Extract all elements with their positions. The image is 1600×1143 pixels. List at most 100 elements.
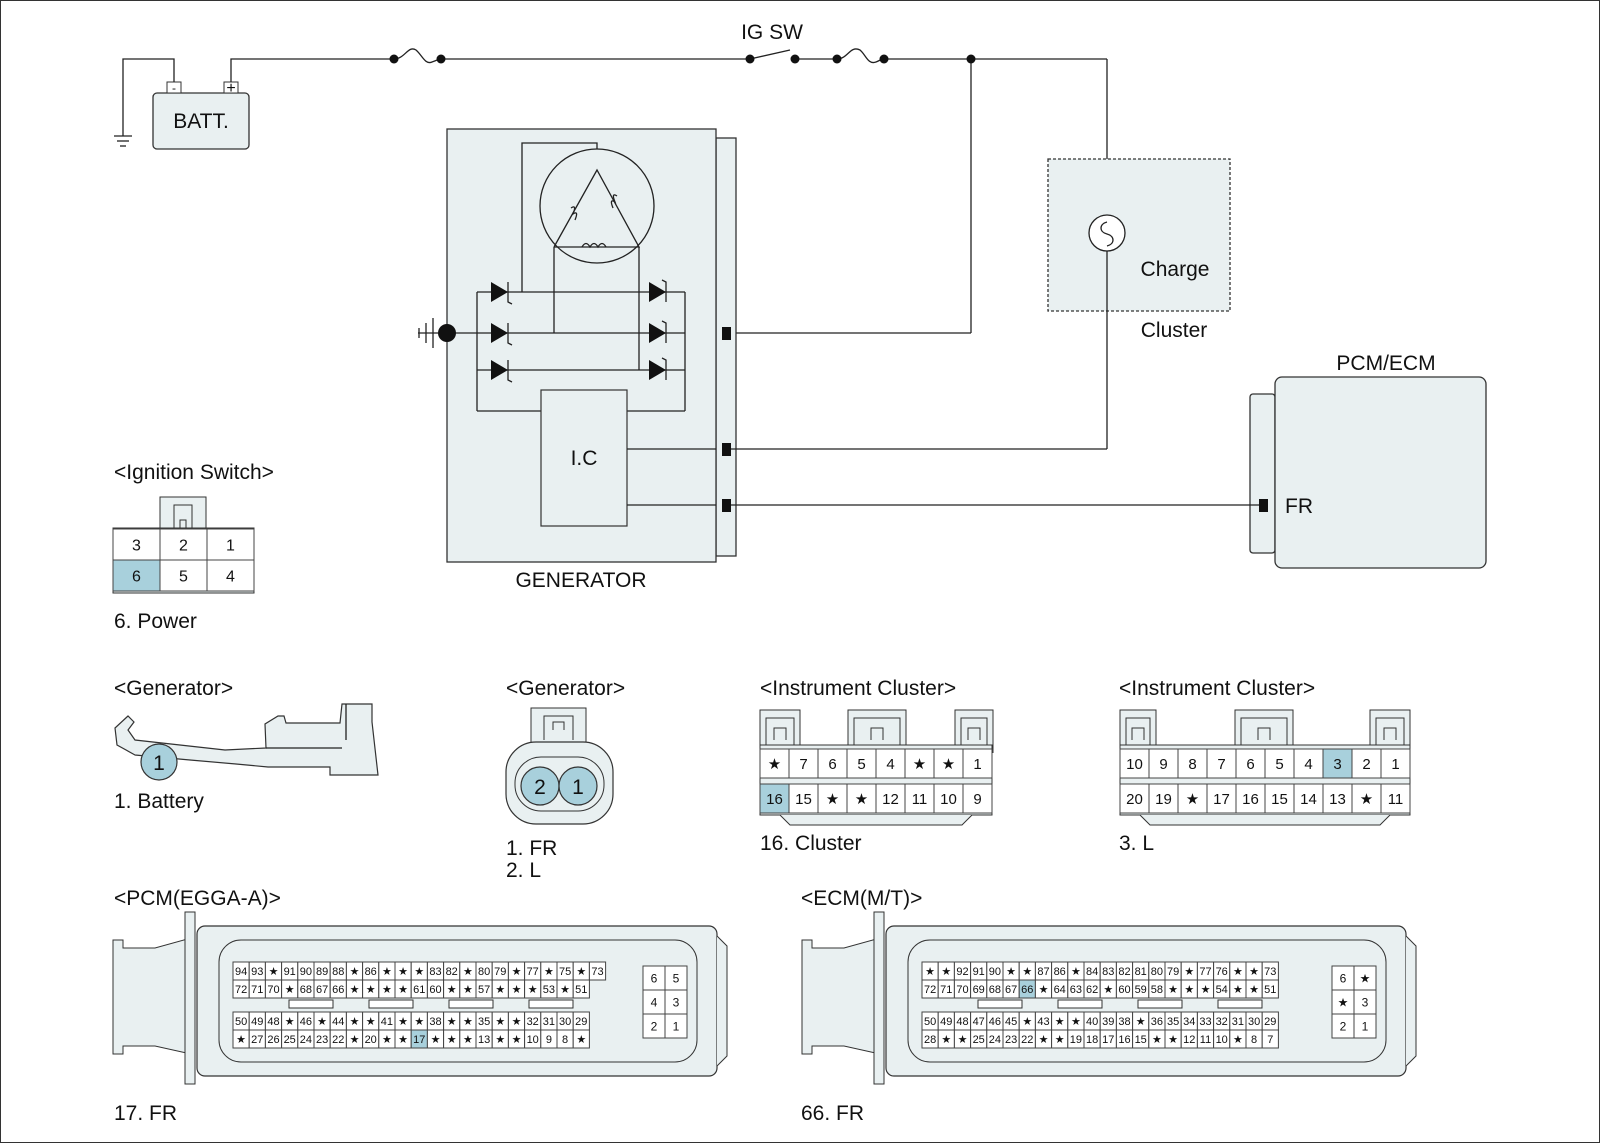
svg-text:1: 1: [1391, 756, 1399, 773]
ecmC-pin-r2-1: 49: [937, 1011, 955, 1031]
pcmC-pin-r2-1: 49: [248, 1011, 266, 1031]
battery: - + BATT.: [152, 80, 250, 150]
pcmC-pin-r3-16: ★: [491, 1029, 509, 1049]
pcmC-pin-r1-6: 66: [329, 979, 347, 999]
svg-text:49: 49: [940, 1016, 952, 1028]
svg-text:22: 22: [1021, 1034, 1033, 1046]
svg-text:88: 88: [332, 966, 344, 978]
svg-text:22: 22: [332, 1034, 344, 1046]
ecmC-pin-r2-3: 47: [970, 1011, 988, 1031]
svg-text:90: 90: [300, 966, 312, 978]
pcmC-pin-r3-4: 24: [297, 1029, 315, 1049]
ecmC-side-pin-0: 6: [1331, 965, 1355, 991]
svg-text:★: ★: [913, 756, 926, 773]
svg-text:46: 46: [300, 1016, 312, 1028]
svg-text:11: 11: [1388, 791, 1404, 808]
svg-text:4: 4: [651, 995, 658, 1009]
svg-text:32: 32: [527, 1016, 539, 1028]
svg-text:★: ★: [1184, 984, 1194, 996]
ecmC-pin-r0-8: 86: [1051, 961, 1069, 981]
pcmC-pin-r3-6: 22: [329, 1029, 347, 1049]
clB-bottom-pin-0: 20: [1119, 783, 1150, 814]
svg-text:17: 17: [413, 1034, 425, 1046]
svg-text:2: 2: [651, 1019, 658, 1033]
svg-text:12: 12: [882, 791, 899, 808]
clA-bottom-pin-3: ★: [846, 783, 877, 814]
clB-bottom-pin-1: 19: [1148, 783, 1179, 814]
ecmC-pin-r3-12: 16: [1115, 1029, 1134, 1049]
svg-text:12: 12: [1183, 1034, 1195, 1046]
ecmC-pin-r0-10: 84: [1083, 961, 1101, 981]
svg-text:★: ★: [1186, 791, 1199, 808]
svg-text:★: ★: [1055, 1016, 1065, 1028]
ecmC-pin-r3-14: ★: [1148, 1029, 1166, 1049]
svg-text:70: 70: [956, 984, 968, 996]
svg-text:20: 20: [1126, 791, 1143, 808]
ecmC-pin-r3-15: ★: [1164, 1029, 1182, 1049]
svg-text:6: 6: [1340, 971, 1347, 985]
svg-text:94: 94: [235, 966, 247, 978]
ecmC-side-pin-3: 3: [1353, 989, 1377, 1015]
svg-text:★: ★: [414, 966, 424, 978]
ecmC-side-pin-2: ★: [1331, 989, 1355, 1015]
clB-bottom-pin-2: ★: [1177, 783, 1208, 814]
ecmC-pin-r1-1: 71: [937, 979, 955, 999]
ecmC-pin-r2-12: 38: [1115, 1011, 1134, 1031]
ecmC-pin-r1-21: 51: [1261, 979, 1279, 999]
svg-text:79: 79: [494, 966, 506, 978]
ic-label: I.C: [571, 447, 598, 470]
ecmC-pin-r1-20: ★: [1245, 979, 1263, 999]
generator-battery-title: <Generator>: [114, 677, 233, 700]
svg-text:★: ★: [826, 791, 839, 808]
svg-text:26: 26: [267, 1034, 279, 1046]
svg-text:9: 9: [973, 791, 981, 808]
pcmC-pin-r3-11: 17: [410, 1029, 428, 1049]
ecmC-pin-r3-6: 22: [1018, 1029, 1036, 1049]
svg-text:★: ★: [382, 984, 392, 996]
svg-text:5: 5: [857, 756, 865, 773]
ecmC-pin-r2-14: 36: [1148, 1011, 1166, 1031]
pcmC-pin-r2-18: 32: [524, 1011, 542, 1031]
svg-text:33: 33: [1199, 1016, 1211, 1028]
svg-text:77: 77: [527, 966, 539, 978]
svg-text:★: ★: [269, 966, 279, 978]
svg-text:15: 15: [1271, 791, 1288, 808]
pcmC-pin-r0-13: 82: [443, 961, 461, 981]
ecmC-side-pin-4: 2: [1331, 1013, 1355, 1039]
svg-text:15: 15: [795, 791, 812, 808]
ecmC-pin-r3-13: 15: [1132, 1029, 1150, 1049]
svg-text:68: 68: [989, 984, 1001, 996]
ign-pin-5: 5: [159, 559, 208, 592]
clB-bottom-pin-7: 13: [1322, 783, 1353, 814]
svg-text:60: 60: [429, 984, 441, 996]
pcmC-pin-r0-15: 80: [475, 961, 493, 981]
clB-top-pin-1: 9: [1148, 748, 1179, 779]
ecmC-pin-r3-16: 12: [1180, 1029, 1198, 1049]
clA-top-pin-6: ★: [933, 748, 964, 779]
svg-text:★: ★: [560, 984, 570, 996]
svg-text:7: 7: [1217, 756, 1225, 773]
pcmC-pin-r2-16: ★: [491, 1011, 509, 1031]
ecmC-pin-r2-10: 40: [1083, 1011, 1101, 1031]
svg-text:★: ★: [1233, 984, 1243, 996]
pcmC-pin-r3-15: 13: [475, 1029, 493, 1049]
pcmC-pin-r0-3: 91: [281, 961, 299, 981]
ecmC-pin-r2-11: 39: [1099, 1011, 1117, 1031]
clA-top-pin-2: 6: [817, 748, 848, 779]
svg-text:67: 67: [316, 984, 328, 996]
pcmC-side-pin-2: 4: [642, 989, 666, 1015]
ecmC-pin-r3-21: 7: [1261, 1029, 1279, 1049]
pcmC-pin-r0-7: ★: [345, 961, 364, 981]
pcmC-pin-r2-15: 35: [475, 1011, 493, 1031]
svg-text:3: 3: [132, 537, 141, 554]
svg-text:★: ★: [317, 1016, 327, 1028]
pcmC-pin-r3-2: 26: [264, 1029, 283, 1049]
svg-text:10: 10: [1126, 756, 1143, 773]
svg-text:31: 31: [543, 1016, 555, 1028]
svg-text:★: ★: [495, 984, 505, 996]
ecmC-pin-r0-1: ★: [937, 961, 955, 981]
svg-text:73: 73: [1264, 966, 1276, 978]
